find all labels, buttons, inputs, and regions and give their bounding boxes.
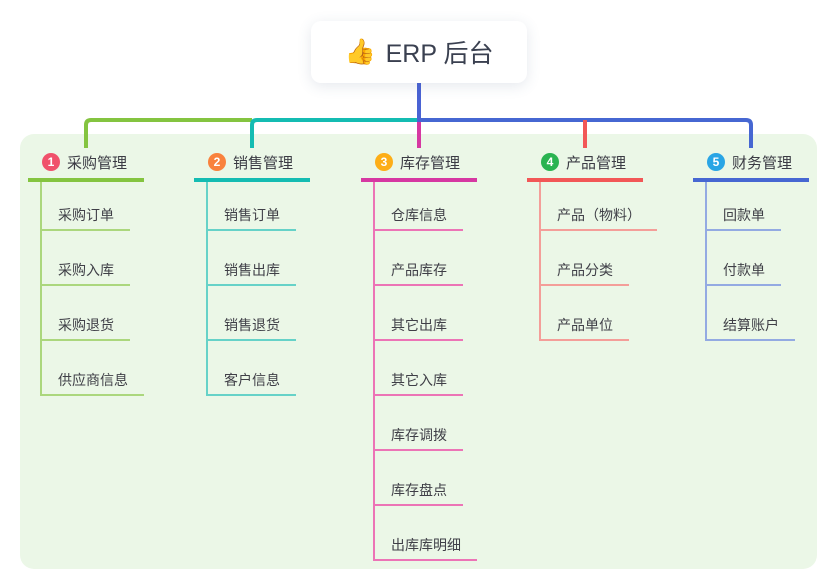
branch-node-4[interactable]: 4 产品管理 [527, 146, 643, 182]
branch-node-2[interactable]: 2 销售管理 [194, 146, 310, 182]
child-node-3-4[interactable]: 其它入库 [373, 368, 463, 396]
child-node-2-3[interactable]: 销售退货 [206, 313, 296, 341]
thumbs-up-icon: 👍 [344, 37, 376, 66]
branch-label: 产品管理 [566, 154, 627, 172]
branch-spine-line [206, 182, 208, 394]
branch-spine-line [40, 182, 42, 394]
child-node-2-4[interactable]: 客户信息 [206, 368, 296, 396]
root-node[interactable]: 👍 ERP 后台 [311, 21, 527, 83]
child-node-3-7[interactable]: 出库库明细 [373, 533, 477, 561]
branch-label: 采购管理 [67, 154, 128, 172]
branch-5-number-badge: 5 [707, 153, 725, 171]
child-node-4-1[interactable]: 产品（物料） [539, 203, 657, 231]
branch-node-1[interactable]: 1 采购管理 [28, 146, 144, 182]
child-node-3-6[interactable]: 库存盘点 [373, 478, 463, 506]
child-node-4-2[interactable]: 产品分类 [539, 258, 629, 286]
child-node-1-1[interactable]: 采购订单 [40, 203, 130, 231]
child-node-5-3[interactable]: 结算账户 [705, 313, 795, 341]
child-node-1-4[interactable]: 供应商信息 [40, 368, 144, 396]
child-node-3-1[interactable]: 仓库信息 [373, 203, 463, 231]
branch-label: 销售管理 [233, 154, 294, 172]
child-node-2-2[interactable]: 销售出库 [206, 258, 296, 286]
root-node-label: ERP 后台 [385, 40, 494, 68]
branch-4-number-badge: 4 [541, 153, 559, 171]
branch-spine-line [539, 182, 541, 339]
child-node-4-3[interactable]: 产品单位 [539, 313, 629, 341]
branch-label: 财务管理 [732, 154, 793, 172]
branch-1-number-badge: 1 [42, 153, 60, 171]
child-node-5-2[interactable]: 付款单 [705, 258, 781, 286]
child-node-1-3[interactable]: 采购退货 [40, 313, 130, 341]
child-node-3-3[interactable]: 其它出库 [373, 313, 463, 341]
child-node-5-1[interactable]: 回款单 [705, 203, 781, 231]
branches-panel [20, 134, 817, 569]
branch-3-number-badge: 3 [375, 153, 393, 171]
branch-spine-line [705, 182, 707, 339]
branch-spine-line [373, 182, 375, 559]
branch-node-3[interactable]: 3 库存管理 [361, 146, 477, 182]
child-node-2-1[interactable]: 销售订单 [206, 203, 296, 231]
branch-node-5[interactable]: 5 财务管理 [693, 146, 809, 182]
child-node-1-2[interactable]: 采购入库 [40, 258, 130, 286]
branch-2-number-badge: 2 [208, 153, 226, 171]
child-node-3-2[interactable]: 产品库存 [373, 258, 463, 286]
branch-label: 库存管理 [400, 154, 461, 172]
child-node-3-5[interactable]: 库存调拨 [373, 423, 463, 451]
